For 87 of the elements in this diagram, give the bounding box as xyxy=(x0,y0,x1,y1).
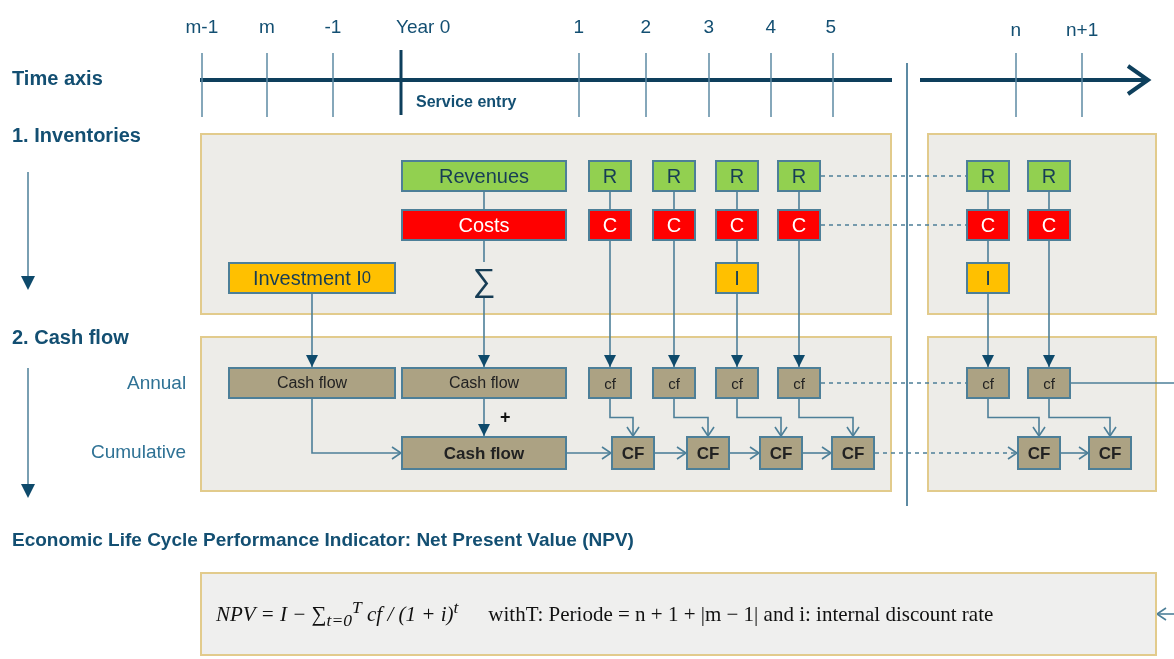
cash-flow-box: cf xyxy=(652,367,696,399)
arrow xyxy=(604,240,616,368)
cash-flow-box: Cash flow xyxy=(228,367,396,399)
connector-line xyxy=(609,191,611,210)
section-heading: 2. Cash flow xyxy=(12,326,129,348)
investment-box: I xyxy=(966,262,1010,294)
connector-line xyxy=(736,240,738,263)
cash-flow-box: CF xyxy=(1017,436,1061,470)
revenue-box: R xyxy=(777,160,821,192)
section-heading: Economic Life Cycle Performance Indicator: Net Present Value (NPV) xyxy=(12,529,634,551)
arrow xyxy=(1043,240,1055,368)
arrow xyxy=(731,293,743,368)
cost-box: Costs xyxy=(401,209,567,241)
arrow xyxy=(793,240,805,368)
connector-line xyxy=(798,191,800,210)
revenue-box: R xyxy=(715,160,759,192)
cash-flow-box: CF xyxy=(686,436,730,470)
arrow xyxy=(668,240,680,368)
cash-flow-box: CF xyxy=(611,436,655,470)
tick-label: Year 0 xyxy=(396,16,451,38)
connector-line xyxy=(736,191,738,210)
arrow xyxy=(1156,607,1174,621)
arrow xyxy=(609,398,640,437)
arrow xyxy=(1060,446,1089,460)
cost-box: C xyxy=(652,209,696,241)
row-label: Cumulative xyxy=(91,441,187,463)
cost-box: C xyxy=(588,209,632,241)
formula-note: withT: Periode = n + 1 + |m − 1| and i: internal discount rate xyxy=(488,603,994,625)
arrow xyxy=(311,398,402,460)
section-heading: 1. Inventories xyxy=(12,124,141,146)
cost-box: C xyxy=(966,209,1010,241)
revenue-box: R xyxy=(1027,160,1071,192)
tick-label: -1 xyxy=(324,16,342,38)
connector-line xyxy=(673,191,675,210)
arrow xyxy=(478,398,490,437)
tick-label: 2 xyxy=(640,16,652,38)
arrow xyxy=(566,446,612,460)
arrow xyxy=(478,297,490,368)
cash-flow-box: cf xyxy=(715,367,759,399)
tick-label: n+1 xyxy=(1066,19,1099,41)
cost-box: C xyxy=(1027,209,1071,241)
connector-line xyxy=(987,240,989,263)
formula-text: NPV = I − ∑$_{t=0}$$^{T}$ cf / (1 + i)$^{t}$ xyxy=(216,598,459,630)
cash-flow-box: cf xyxy=(777,367,821,399)
sum-symbol: ∑ xyxy=(471,262,497,298)
arrow xyxy=(306,293,318,368)
revenue-box: Revenues xyxy=(401,160,567,192)
arrow xyxy=(673,398,715,437)
investment-box: I xyxy=(715,262,759,294)
cash-flow-box: Cash flow xyxy=(401,436,567,470)
cash-flow-box: cf xyxy=(966,367,1010,399)
cash-flow-box: Cash flow xyxy=(401,367,567,399)
tick-label: 3 xyxy=(703,16,715,38)
tick-label: m-1 xyxy=(185,16,219,38)
cost-box: C xyxy=(715,209,759,241)
tick-label: n xyxy=(1010,19,1022,41)
connector-line xyxy=(483,240,485,263)
axis-note: Service entry xyxy=(416,93,517,111)
cash-flow-box: CF xyxy=(831,436,875,470)
formula-box xyxy=(200,572,1157,656)
connector-line xyxy=(483,191,485,210)
arrow xyxy=(987,398,1046,437)
arrow xyxy=(736,398,788,437)
arrow xyxy=(1048,398,1117,437)
revenue-box: R xyxy=(588,160,632,192)
arrow xyxy=(798,398,860,437)
connector-line xyxy=(1070,382,1174,384)
arrow xyxy=(982,293,994,368)
cost-box: C xyxy=(777,209,821,241)
tick-label: 1 xyxy=(573,16,585,38)
revenue-box: R xyxy=(966,160,1010,192)
axis-title: Time axis xyxy=(12,67,103,89)
arrow xyxy=(654,446,687,460)
connector-line xyxy=(1048,191,1050,210)
cash-flow-box: cf xyxy=(588,367,632,399)
tick-label: 5 xyxy=(825,16,837,38)
connector-line xyxy=(987,191,989,210)
revenue-box: R xyxy=(652,160,696,192)
arrow xyxy=(874,446,1018,460)
cash-flow-box: CF xyxy=(1088,436,1132,470)
tick-label: 4 xyxy=(765,16,777,38)
tick-label: m xyxy=(259,16,275,38)
arrow xyxy=(802,446,832,460)
cash-flow-box: CF xyxy=(759,436,803,470)
arrow xyxy=(729,446,760,460)
row-label: Annual xyxy=(127,372,187,394)
cash-flow-box: cf xyxy=(1027,367,1071,399)
